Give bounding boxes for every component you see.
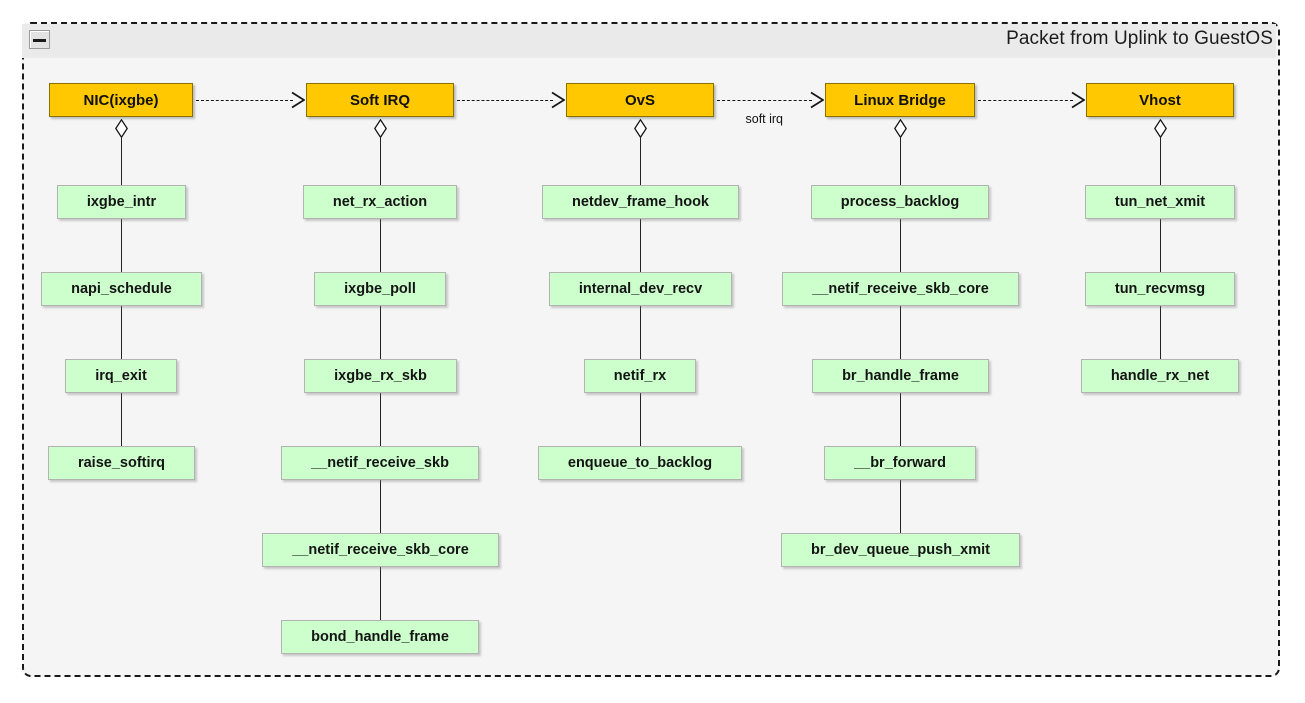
activity-node[interactable]: tun_net_xmit [1085,185,1235,219]
activity-node[interactable]: irq_exit [65,359,177,393]
activity-node[interactable]: __netif_receive_skb_core [782,272,1019,306]
diamond-icon [893,119,907,138]
activity-node[interactable]: handle_rx_net [1081,359,1239,393]
message-arrowhead-icon [551,91,565,109]
activity-node-label: __netif_receive_skb [311,455,449,471]
activity-node-label: ixgbe_intr [86,194,157,210]
activity-node-label: ixgbe_poll [344,281,416,297]
activity-node[interactable]: net_rx_action [303,185,457,219]
activity-node-label: br_dev_queue_push_xmit [811,542,990,558]
activity-node-label: irq_exit [95,368,147,384]
message-arrowhead-icon [291,91,305,109]
activity-node-label: tun_net_xmit [1114,194,1206,210]
diamond-icon [633,119,647,138]
lifeline-header-label: Linux Bridge [854,91,946,109]
activity-node-label: napi_schedule [71,281,172,297]
activity-node[interactable]: ixgbe_poll [314,272,446,306]
activity-node-label: tun_recvmsg [1114,281,1206,297]
activity-node[interactable]: __netif_receive_skb [281,446,479,480]
diagram-frame [22,22,1280,677]
frame-title: Packet from Uplink to GuestOS [1006,28,1273,49]
frame-titlebar [22,24,1276,58]
activity-node-label: netif_rx [613,368,667,384]
activity-node[interactable]: napi_schedule [41,272,202,306]
message-arrowhead-icon [810,91,824,109]
lifeline-stroke-vhost [1160,138,1161,359]
lifeline-header-vhost[interactable]: Vhost [1086,83,1234,117]
activity-node[interactable]: __br_forward [824,446,976,480]
activity-node-label: bond_handle_frame [311,629,449,645]
lifeline-header-softirq[interactable]: Soft IRQ [306,83,454,117]
lifeline-header-label: OvS [624,91,655,109]
activity-node[interactable]: enqueue_to_backlog [538,446,742,480]
activity-node[interactable]: ixgbe_intr [57,185,186,219]
message-arrowhead-icon [1071,91,1085,109]
activity-node[interactable]: br_handle_frame [812,359,989,393]
activity-node-label: __netif_receive_skb_core [812,281,989,297]
activity-node-label: __br_forward [854,455,946,471]
diamond-icon [1153,119,1167,138]
lifeline-header-bridge[interactable]: Linux Bridge [825,83,975,117]
message-arrow-line [717,100,812,101]
activity-node-label: netdev_frame_hook [572,194,709,210]
lifeline-header-nic[interactable]: NIC(ixgbe) [49,83,193,117]
diamond-icon [114,119,128,138]
activity-node[interactable]: __netif_receive_skb_core [262,533,499,567]
message-arrow-line [196,100,293,101]
activity-node-label: enqueue_to_backlog [567,455,713,471]
activity-node-label: net_rx_action [332,194,428,210]
activity-node[interactable]: process_backlog [811,185,989,219]
diamond-icon [373,119,387,138]
lifeline-stroke-bridge [900,138,901,533]
activity-node[interactable]: raise_softirq [48,446,195,480]
activity-node-label: handle_rx_net [1110,368,1210,384]
activity-node[interactable]: netdev_frame_hook [542,185,739,219]
activity-node[interactable]: internal_dev_recv [549,272,732,306]
lifeline-header-label: Vhost [1139,91,1181,109]
message-arrow-line [457,100,553,101]
activity-node[interactable]: br_dev_queue_push_xmit [781,533,1020,567]
activity-node[interactable]: ixgbe_rx_skb [304,359,457,393]
activity-node-label: raise_softirq [77,455,166,471]
activity-node[interactable]: bond_handle_frame [281,620,479,654]
activity-node-label: process_backlog [840,194,960,210]
lifeline-header-label: Soft IRQ [350,91,410,109]
activity-node[interactable]: tun_recvmsg [1085,272,1235,306]
collapse-minus-icon[interactable] [29,30,50,49]
lifeline-header-ovs[interactable]: OvS [566,83,714,117]
activity-node-label: br_handle_frame [842,368,959,384]
activity-node-label: __netif_receive_skb_core [292,542,469,558]
activity-node-label: ixgbe_rx_skb [334,368,427,384]
message-label: soft irq [745,112,784,126]
activity-node[interactable]: netif_rx [584,359,696,393]
message-arrow-line [978,100,1073,101]
lifeline-header-label: NIC(ixgbe) [83,91,159,109]
activity-node-label: internal_dev_recv [578,281,703,297]
